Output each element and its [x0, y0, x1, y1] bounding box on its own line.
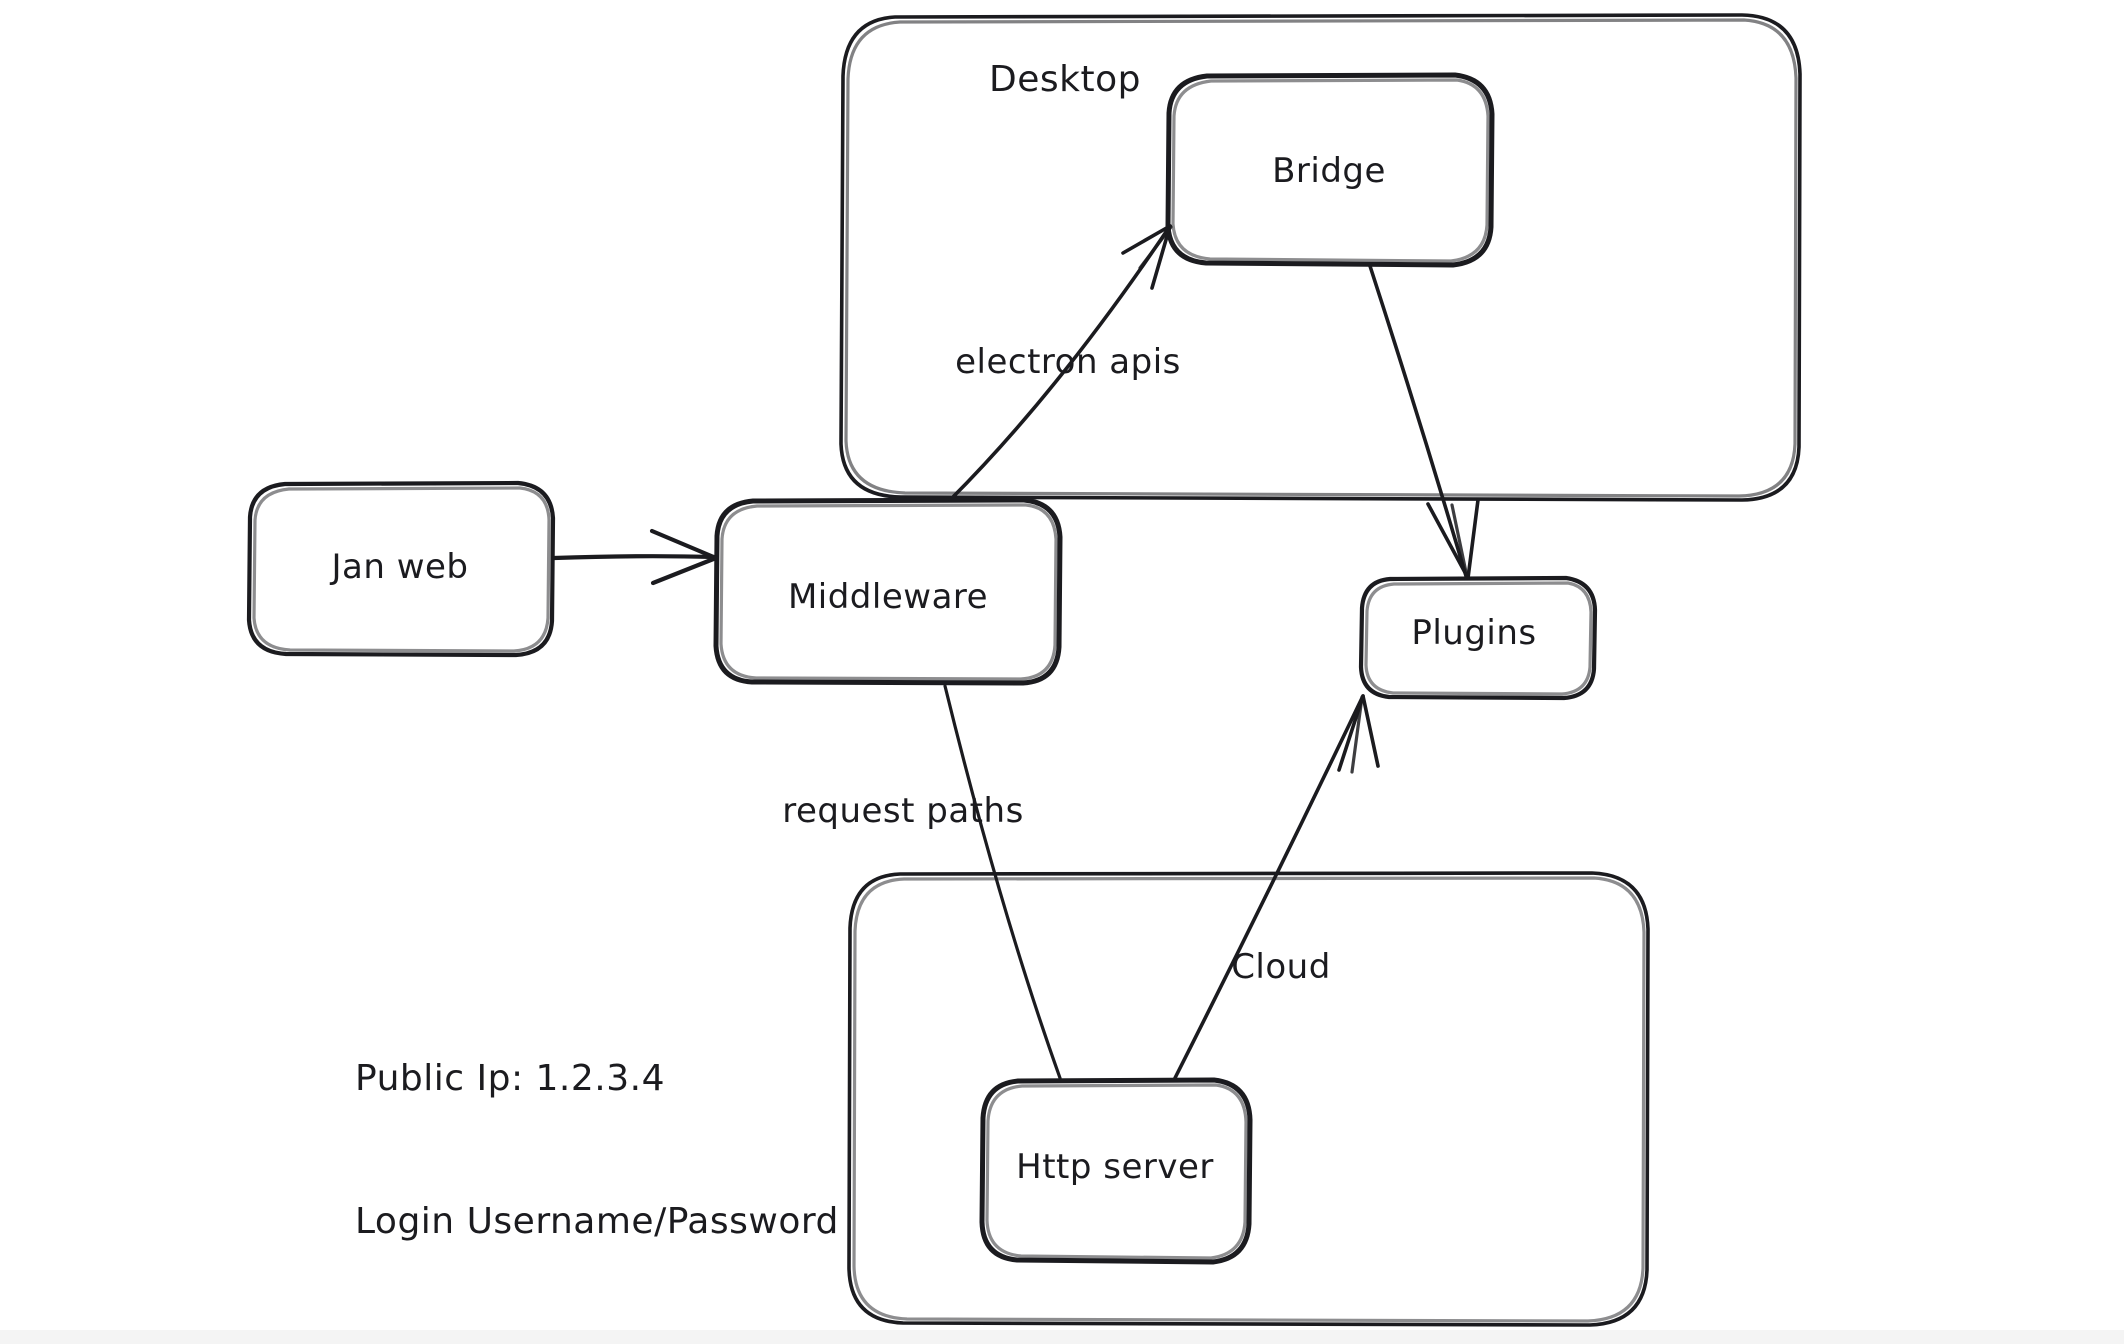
container-label-desktop: Desktop	[989, 58, 1141, 100]
node-label-bridge: Bridge	[1272, 151, 1386, 192]
node-label-jan-web: Jan web	[331, 547, 469, 588]
node-label-http-server: Http server	[1016, 1147, 1214, 1188]
node-http-server-shape[interactable]	[979, 1077, 1253, 1265]
node-middleware-shape[interactable]	[713, 497, 1063, 686]
node-bridge-shape[interactable]	[1165, 72, 1495, 268]
edge-http-server-to-plugins[interactable]	[1173, 694, 1380, 1080]
note-line-login: Login Username/Password	[355, 1200, 839, 1242]
node-plugins-shape[interactable]	[1358, 575, 1598, 701]
bottom-edge-strip	[0, 1330, 2124, 1344]
note-line-public-ip: Public Ip: 1.2.3.4	[355, 1058, 665, 1100]
node-label-middleware: Middleware	[787, 577, 989, 618]
note-public-ip: Public Ip: 1.2.3.4 Login Username/Passwo…	[355, 960, 839, 1340]
container-cloud-shape[interactable]	[847, 871, 1650, 1327]
edge-label-request-paths: request paths	[782, 791, 1024, 832]
edge-bridge-to-plugins[interactable]	[1368, 264, 1480, 580]
node-jan-web-shape[interactable]	[246, 480, 556, 658]
edge-label-cloud: Cloud	[1231, 947, 1331, 988]
container-desktop-shape[interactable]	[839, 13, 1802, 502]
node-label-plugins: Plugins	[1411, 613, 1537, 654]
edge-http-server-to-middleware[interactable]	[943, 684, 1062, 1080]
edge-middleware-to-bridge[interactable]	[948, 224, 1173, 502]
edge-label-electron-apis: electron apis	[955, 342, 1181, 383]
edge-jan-web-to-middleware[interactable]	[551, 528, 719, 586]
